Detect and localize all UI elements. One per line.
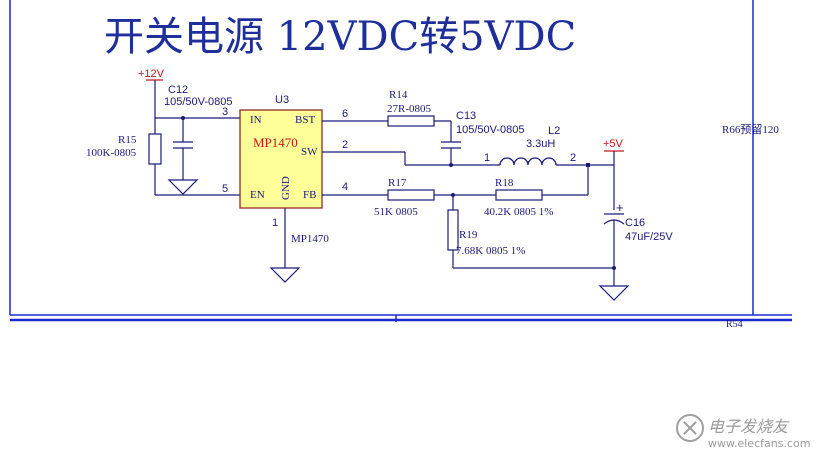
r18-body [495, 189, 543, 201]
l2-value: 3.3uH [526, 138, 555, 150]
pin-num-en: 5 [222, 183, 228, 195]
r15-body [148, 133, 162, 165]
r19-body [447, 209, 459, 251]
junction-gnd [612, 266, 616, 270]
ic-pin-bst: BST [295, 114, 315, 126]
c12-ref: C12 [168, 84, 188, 96]
r14-ref: R14 [389, 89, 408, 101]
c16-ref: C16 [625, 217, 645, 229]
l2-coil [499, 157, 557, 166]
bottom-ref: R54 [726, 319, 743, 330]
r15-ref: R15 [118, 134, 137, 146]
ic-pin-fb: FB [303, 189, 316, 201]
watermark-logo [676, 414, 704, 442]
vin-label: +12V [138, 68, 165, 80]
r14-value: 27R-0805 [387, 103, 432, 115]
schematic-title: 开关电源 12VDC转5VDC [104, 14, 576, 60]
junction-sw [449, 163, 453, 167]
pin-num-bst: 6 [342, 108, 348, 120]
ic-pin-in: IN [250, 114, 262, 126]
watermark-url: www.elecfans.com [708, 437, 810, 450]
pin-num-sw: 2 [342, 139, 348, 151]
vout-label: +5V [603, 138, 624, 150]
ic-ref: U3 [275, 94, 289, 106]
l2-pin1: 1 [484, 152, 490, 164]
r14-body [387, 115, 435, 127]
side-note: R66预留120 [722, 123, 779, 136]
l2-pin2: 2 [570, 152, 576, 164]
c16-plus: + [616, 200, 624, 215]
ic-pin-sw: SW [301, 146, 318, 158]
r15-value: 100K-0805 [86, 147, 137, 159]
pin-num-gnd: 1 [272, 217, 278, 229]
c16-value: 47uF/25V [625, 231, 673, 243]
ic-name: MP1470 [253, 135, 298, 150]
r17-ref: R17 [388, 177, 407, 189]
watermark-brand: 电子发烧友 [708, 417, 790, 436]
ic-ground-icon [269, 267, 301, 283]
c13-ref: C13 [456, 110, 476, 122]
r17-body [387, 189, 435, 201]
c13-value: 105/50V-0805 [456, 124, 525, 136]
l2-ref: L2 [548, 125, 560, 137]
r18-value: 40.2K 0805 1% [484, 206, 553, 218]
ic-pin-gnd: GND [280, 176, 292, 200]
r19-value: 7.68K 0805 1% [456, 245, 525, 257]
pin-num-in: 3 [222, 106, 228, 118]
c12-value: 105/50V-0805 [164, 96, 233, 108]
r19-ref: R19 [459, 229, 478, 241]
pin-num-fb: 4 [342, 181, 348, 193]
r18-ref: R18 [495, 177, 514, 189]
ic-body [239, 109, 323, 209]
ic-part: MP1470 [291, 233, 329, 245]
c12-ground-icon [167, 179, 199, 195]
r17-value: 51K 0805 [374, 206, 418, 218]
ic-pin-en: EN [250, 189, 265, 201]
output-ground-icon [598, 285, 630, 301]
